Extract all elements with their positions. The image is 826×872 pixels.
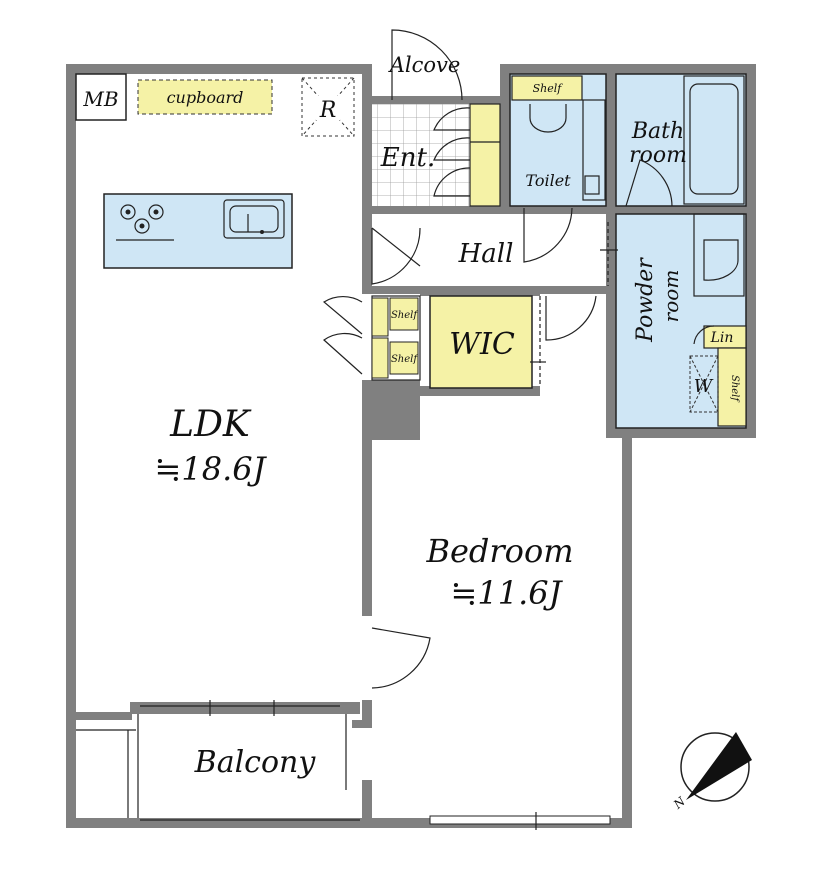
ldk-label: LDK xyxy=(169,404,252,445)
bedroom-door[interactable] xyxy=(371,627,431,689)
bath-label-line2: room xyxy=(629,143,687,168)
toilet-label: Toilet xyxy=(525,171,571,190)
kitchen-counter xyxy=(103,193,293,269)
washer-label: W xyxy=(694,376,714,397)
bath-label-line1: Bath xyxy=(631,119,684,144)
bathroom-door[interactable] xyxy=(625,159,673,207)
washer-space xyxy=(689,355,719,413)
stove-icon xyxy=(116,204,174,241)
wic-label: WIC xyxy=(449,327,515,362)
toilet-shelf-label: Shelf xyxy=(533,82,564,95)
bedroom-size: ≒11.6J xyxy=(451,574,564,612)
cupboard xyxy=(137,79,273,115)
bedroom-window xyxy=(429,812,611,830)
balcony-label: Balcony xyxy=(194,745,317,780)
compass-icon xyxy=(680,732,752,802)
linen-label: Lin xyxy=(710,330,734,346)
alcove-door[interactable] xyxy=(391,29,463,101)
closet-shelf-upper-label: Shelf xyxy=(391,310,419,321)
linen-door[interactable] xyxy=(693,325,715,345)
compass-north-label: N xyxy=(670,794,688,812)
alcove-label: Alcove xyxy=(388,53,461,77)
bedroom-floor xyxy=(372,440,622,818)
refrigerator-space xyxy=(301,77,355,137)
wic-door[interactable] xyxy=(530,295,597,386)
wic xyxy=(429,295,533,389)
hall-floor xyxy=(372,214,606,286)
balcony xyxy=(76,720,352,818)
ldk-size: ≒18.6J xyxy=(155,450,268,488)
cupboard-label: cupboard xyxy=(167,88,244,107)
mb-label: MB xyxy=(82,87,118,111)
refrigerator-label: R xyxy=(319,98,337,123)
ldk-floor xyxy=(76,74,362,720)
bathtub xyxy=(683,75,745,205)
closet-shelf-lower-label: Shelf xyxy=(391,354,419,365)
toilet-door[interactable] xyxy=(523,207,573,263)
shoe-closet-doors[interactable] xyxy=(433,107,471,197)
shoe-cabinet xyxy=(469,103,501,207)
powder-label-line1: Powder xyxy=(633,257,658,343)
entrance-label: Ent. xyxy=(380,143,435,173)
toilet-shelf xyxy=(511,75,583,101)
bedroom-label: Bedroom xyxy=(425,532,573,570)
ldk-closet-doors[interactable] xyxy=(322,296,363,375)
meter-box xyxy=(75,73,127,121)
toilet-bowl xyxy=(529,99,606,201)
bathroom xyxy=(615,73,747,207)
vanity xyxy=(693,213,745,297)
powder-shelf xyxy=(717,347,747,427)
hall-label: Hall xyxy=(458,239,514,269)
powder-label-line2: room xyxy=(659,270,683,323)
sink-icon xyxy=(223,199,285,239)
powder-shelf-label: Shelf xyxy=(729,375,740,403)
ldk-door[interactable] xyxy=(371,227,421,285)
entrance-tiles xyxy=(372,104,470,206)
